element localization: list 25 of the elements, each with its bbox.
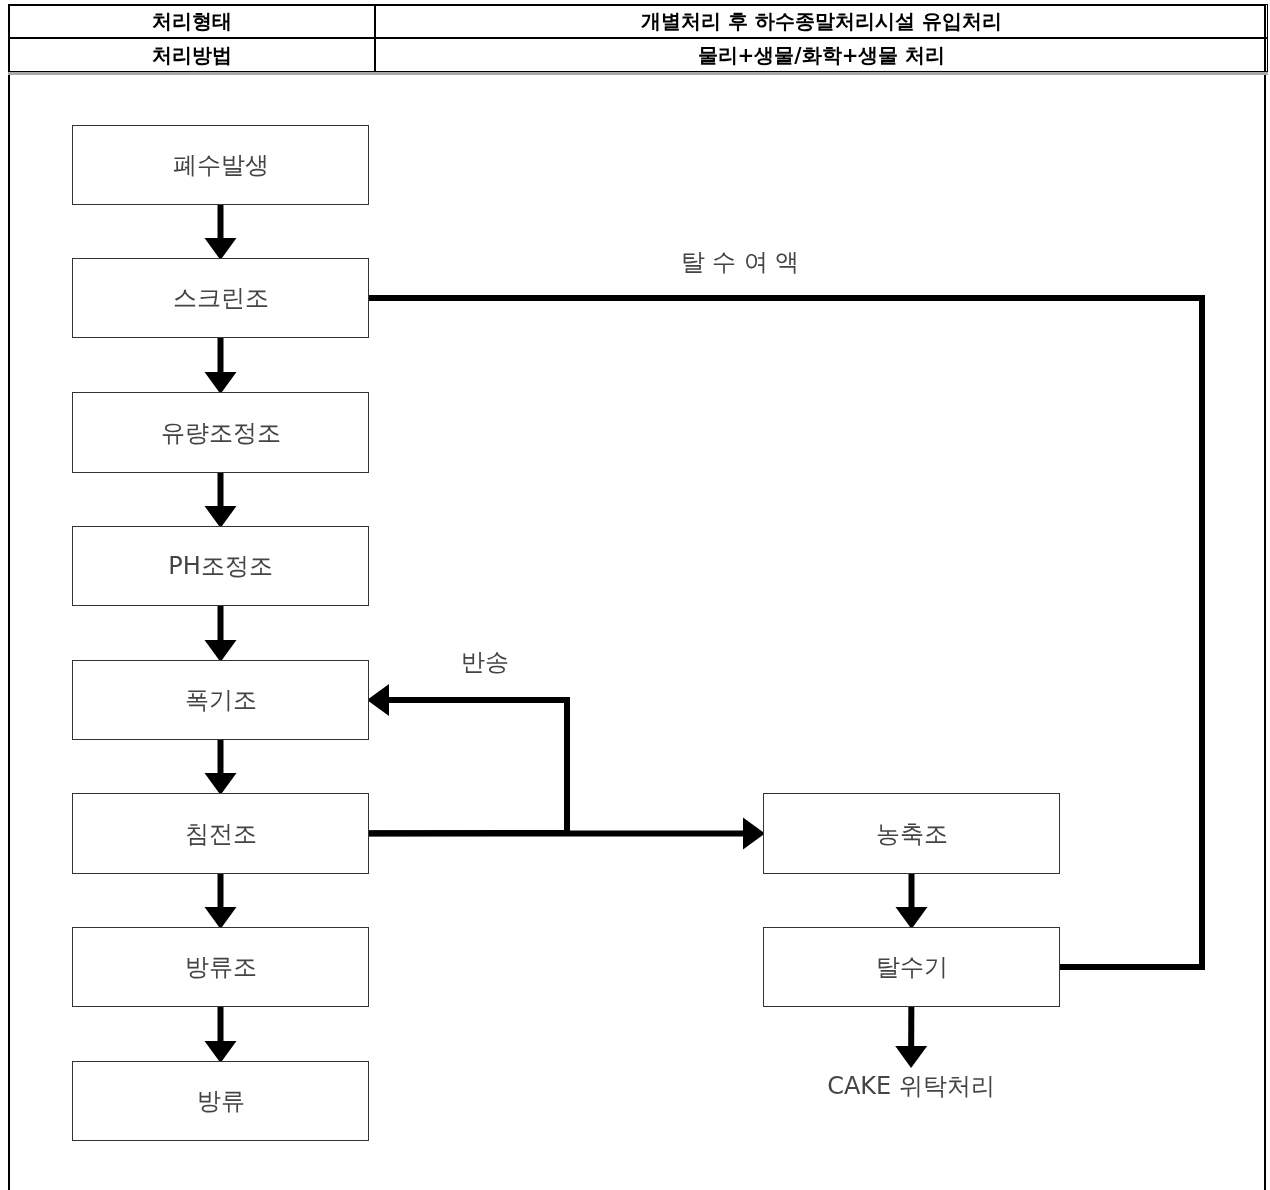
arrow	[204, 874, 237, 929]
output-label: CAKE 위탁처리	[800, 1066, 1022, 1106]
table-cell: 개별처리 후 하수종말처리시설 유입처리	[375, 4, 1268, 38]
arrow	[204, 338, 237, 394]
arrow	[369, 817, 765, 850]
process-box: 침전조	[72, 793, 369, 874]
arrow	[204, 205, 237, 260]
arrow	[204, 740, 237, 795]
process-box: 방류조	[72, 927, 369, 1007]
table-cell: 처리형태	[8, 4, 375, 38]
arrow	[895, 874, 928, 929]
arrow	[204, 473, 237, 528]
process-box: 탈수기	[763, 927, 1060, 1007]
table-cell: 물리+생물/화학+생물 처리	[375, 38, 1268, 72]
table-cell: 처리방법	[8, 38, 375, 72]
arrow	[204, 606, 237, 662]
process-box: PH조정조	[72, 526, 369, 606]
process-box: 폐수발생	[72, 125, 369, 205]
process-box: 스크린조	[72, 258, 369, 338]
process-box: 농축조	[763, 793, 1060, 874]
arrow	[895, 1007, 928, 1068]
arrow	[204, 1007, 237, 1063]
process-box: 유량조정조	[72, 392, 369, 473]
process-box: 폭기조	[72, 660, 369, 740]
process-box: 방류	[72, 1061, 369, 1141]
